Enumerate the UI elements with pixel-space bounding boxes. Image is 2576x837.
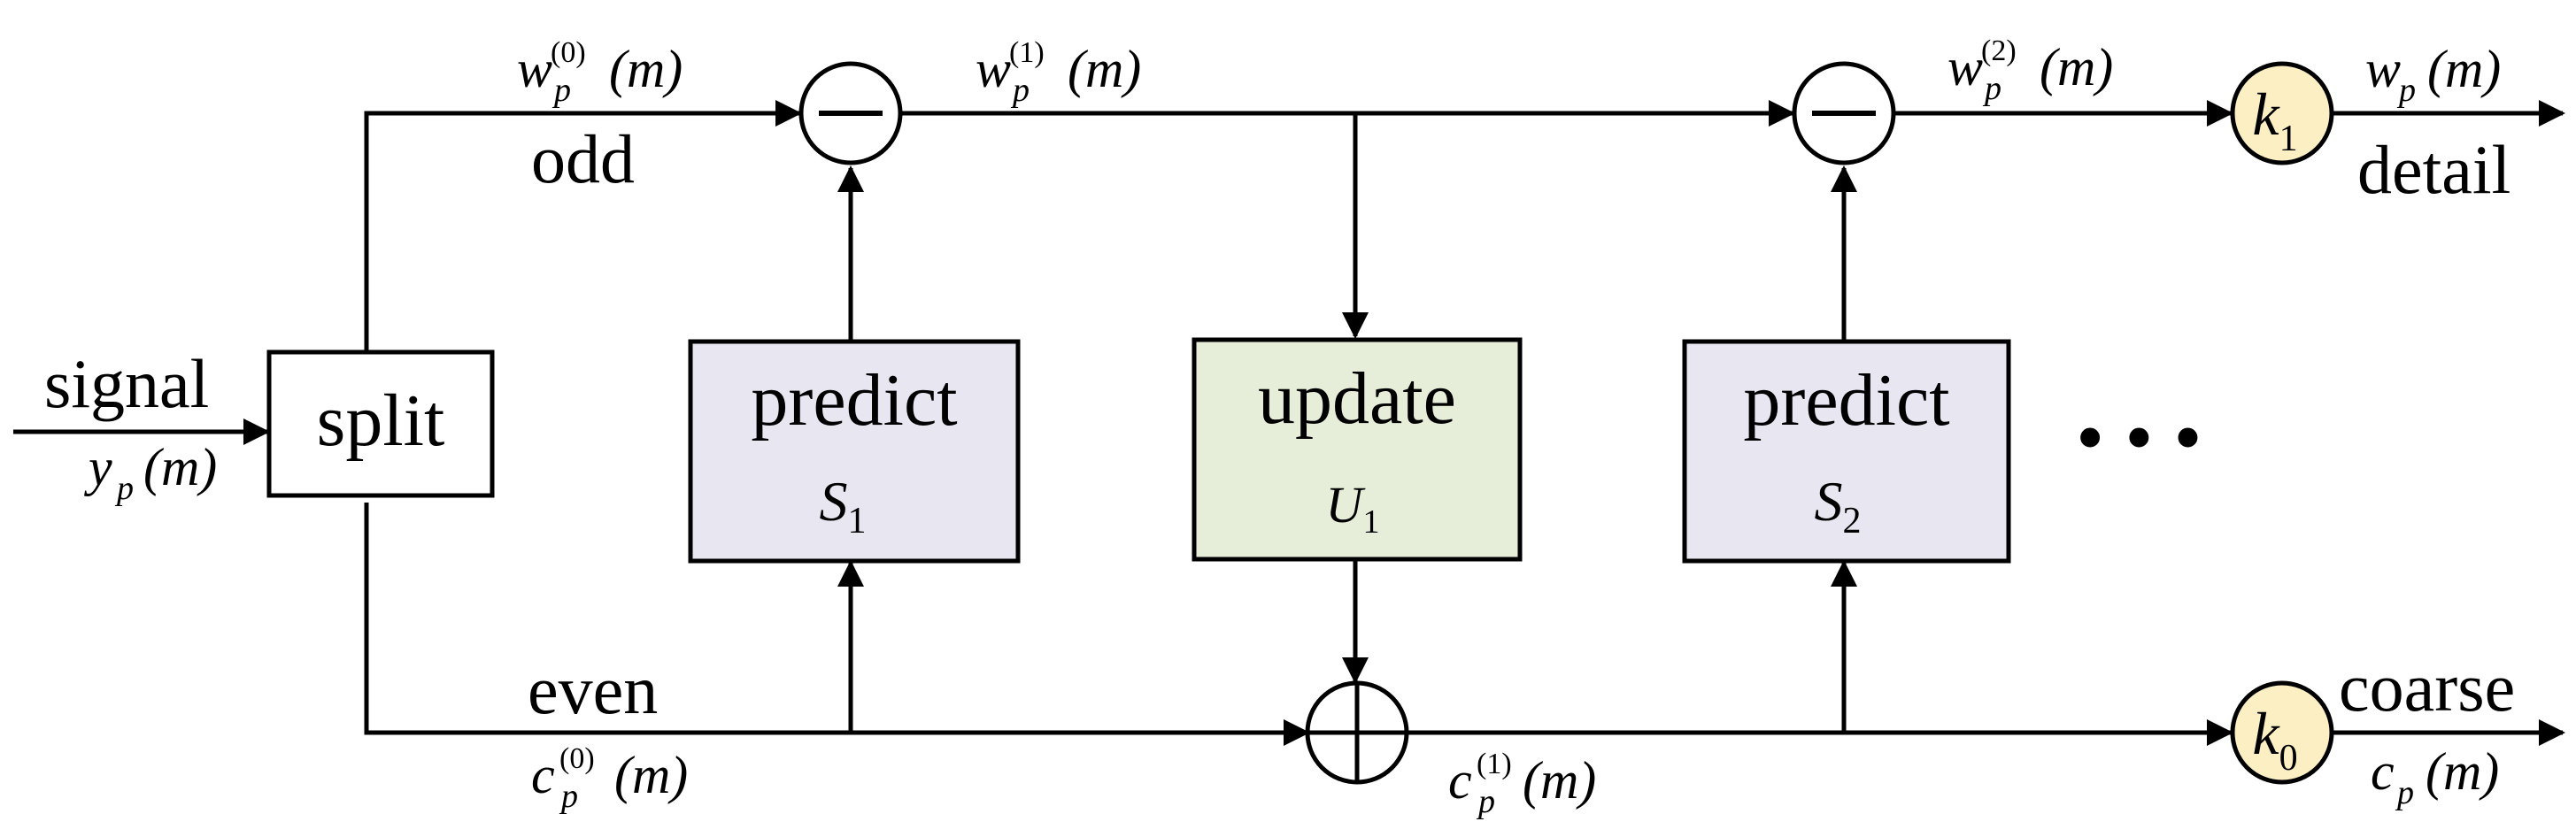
label-w-out: w p (m) (2365, 40, 2501, 109)
update1-symbol: U1 (1326, 476, 1380, 541)
label-w0: w (0) p (m) (517, 36, 683, 109)
svg-text:(m): (m) (2040, 38, 2113, 96)
adder-node (1305, 680, 1409, 785)
svg-text:k0: k0 (2252, 700, 2297, 779)
svg-text:c: c (531, 746, 555, 804)
predict2-title: predict (1743, 359, 1949, 442)
svg-text:(2): (2) (1981, 35, 2017, 67)
svg-text:(0): (0) (559, 742, 595, 775)
detail-label: detail (2357, 131, 2510, 208)
update1-block: update U1 (1192, 337, 1523, 562)
svg-text:p: p (2396, 72, 2416, 109)
even-branch-wire (364, 503, 1310, 746)
gain-k0: k0 (2230, 680, 2334, 785)
svg-text:p: p (551, 72, 571, 109)
svg-text:w: w (976, 40, 1011, 98)
svg-text:p: p (1982, 70, 2001, 107)
update1-title: update (1258, 357, 1456, 440)
svg-text:(m): (m) (609, 40, 683, 98)
svg-text:(m): (m) (2426, 742, 2499, 801)
odd-label: odd (531, 120, 635, 197)
predict1-block: predict S1 (688, 339, 1021, 564)
svg-text:(1): (1) (1009, 36, 1045, 69)
svg-text:w: w (2365, 40, 2401, 98)
svg-text:p: p (2395, 774, 2414, 811)
label-w1: w (1) p (m) (976, 36, 1141, 109)
even-label: even (528, 651, 658, 728)
gain-k1: k1 (2230, 61, 2334, 165)
subtract2-node (1792, 61, 1896, 165)
predict2-symbol: S2 (1815, 470, 1862, 541)
subtract1-node (798, 61, 903, 165)
svg-text:w: w (517, 40, 552, 98)
svg-text:(m): (m) (2427, 40, 2501, 98)
label-c-out: c p (m) (2371, 742, 2499, 811)
continuation-ellipsis: • • • (2076, 392, 2202, 482)
label-y-input: y p (m) (83, 438, 217, 507)
svg-text:p: p (1010, 72, 1030, 109)
signal-wires (13, 100, 2565, 746)
split-label: split (317, 380, 445, 462)
svg-text:y: y (83, 438, 112, 496)
odd-branch-wire (364, 100, 802, 352)
svg-text:(0): (0) (551, 36, 586, 69)
svg-text:c: c (1448, 751, 1472, 810)
svg-text:(1): (1) (1477, 748, 1512, 780)
predict1-title: predict (751, 359, 957, 442)
predict2-block: predict S2 (1682, 339, 2011, 564)
svg-text:k1: k1 (2252, 81, 2297, 159)
coarse-label: coarse (2339, 649, 2515, 726)
svg-text:(m): (m) (1068, 40, 1141, 98)
svg-text:(m): (m) (614, 746, 688, 804)
label-c0: c (0) p (m) (531, 742, 688, 815)
split-block: split (266, 349, 495, 498)
svg-text:w: w (1947, 38, 1983, 96)
label-w2: w (2) p (m) (1947, 35, 2113, 107)
signal-label: signal (44, 345, 209, 422)
predict1-symbol: S1 (820, 470, 867, 541)
svg-text:p: p (559, 778, 578, 815)
svg-text:p: p (1476, 783, 1495, 820)
svg-text:c: c (2371, 742, 2395, 801)
svg-text:p: p (114, 470, 134, 507)
svg-text:(m): (m) (1523, 751, 1596, 810)
svg-text:(m): (m) (143, 438, 217, 496)
label-c1: c (1) p (m) (1448, 748, 1596, 820)
